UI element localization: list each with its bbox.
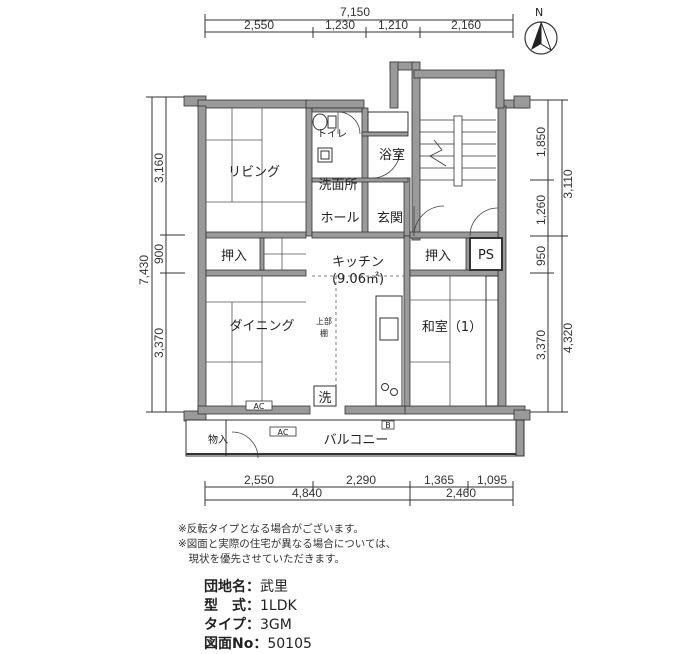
info-type-value: 1LDK [260,598,297,614]
info-drawing: 図面No：50105 [204,636,312,652]
dim-top-3: 1,210 [378,18,408,32]
room-lines [206,108,498,406]
balcony [185,419,525,457]
property-info: 団地名：武里 型 式：1LDK タイプ：3GM 図面No：50105 [204,578,312,654]
staircase [420,115,496,187]
info-danchi-label: 団地名 [204,579,246,595]
upper-shelf-label-1: 上部 [316,316,332,326]
washitsu-closet [485,275,499,407]
room-washitsu: 和室（1） [422,319,482,335]
room-washroom: 洗面所 [318,178,357,193]
dim-top-total: 7,150 [340,5,370,19]
info-danchi-value: 武里 [260,579,288,595]
info-type-label: 型 式 [204,598,246,614]
dim-right-outer-1: 3,110 [561,169,575,198]
info-kind: タイプ：3GM [204,617,292,633]
kitchen-counter [375,295,403,407]
dim-bottom-5: 4,840 [292,486,322,500]
washer-box [313,385,337,407]
info-type: 型 式：1LDK [204,598,297,614]
room-storage: 物入 [208,433,228,446]
room-living: リビング [228,165,280,180]
notes: ※反転タイプとなる場合がございます。 ※図面と実際の住宅が異なる場合については、… [178,522,396,567]
room-toilet: トイレ [317,129,347,140]
room-hall: ホール [320,211,359,226]
dim-bottom-3: 1,365 [424,473,454,487]
note-3: 現状を優先させていただきます。 [178,553,345,565]
north-label: N [535,6,543,19]
note-1: ※反転タイプとなる場合がございます。 [178,523,364,535]
dim-right-3: 950 [534,246,548,266]
ac-box-1 [245,400,273,411]
walls [183,61,531,422]
room-kitchen-area: (9.06㎡) [332,272,384,287]
north-arrow [524,21,558,55]
upper-shelf-label-2: 棚 [320,328,328,338]
dim-left-2: 900 [152,244,166,264]
wash-basin [317,147,333,163]
dim-bottom-4: 1,095 [477,473,507,487]
ac-label-2: AC [278,428,289,437]
room-dining: ダイニング [229,319,294,334]
info-kind-label: タイプ [204,617,246,633]
left-dimensions [146,96,185,413]
info-danchi: 団地名：武里 [204,579,288,595]
dim-top-1: 2,550 [244,18,274,32]
info-kind-value: 3GM [260,617,292,633]
dim-right-4: 3,370 [534,330,548,360]
dim-left-1: 3,160 [152,153,166,183]
dim-right-outer-2: 4,320 [561,323,575,353]
toilet-fixture [312,113,337,131]
dim-bottom-1: 2,550 [244,473,274,487]
bathtub [367,111,409,133]
right-dimensions [530,99,568,413]
info-drawing-value: 50105 [267,636,312,652]
room-bath: 浴室 [379,147,405,163]
bottom-dimensions [204,481,514,506]
room-closet-2: 押入 [425,249,451,264]
note-2: ※図面と実際の住宅が異なる場合については、 [178,538,397,550]
dim-bottom-2: 2,290 [346,473,376,487]
top-dimensions [204,14,514,38]
dim-left-total: 7,430 [137,255,151,285]
room-balcony: バルコニー [324,433,389,448]
room-entrance: 玄関 [377,211,403,226]
dim-right-2: 1,260 [534,195,548,225]
dim-bottom-6: 2,460 [446,486,476,500]
dim-left-3: 3,370 [152,328,166,358]
ac-box-2 [269,426,297,437]
room-ps: PS [478,248,494,263]
b-label: B [385,421,391,430]
room-closet-1: 押入 [221,249,247,264]
room-kitchen: キッチン [332,255,384,270]
info-drawing-label: 図面No [204,636,254,652]
ac-label-1: AC [254,402,265,411]
dim-right-1: 1,850 [534,127,548,157]
room-washer: 洗 [318,391,331,406]
b-box [381,420,395,430]
dim-top-4: 2,160 [451,18,481,32]
dim-top-2: 1,230 [325,18,355,32]
